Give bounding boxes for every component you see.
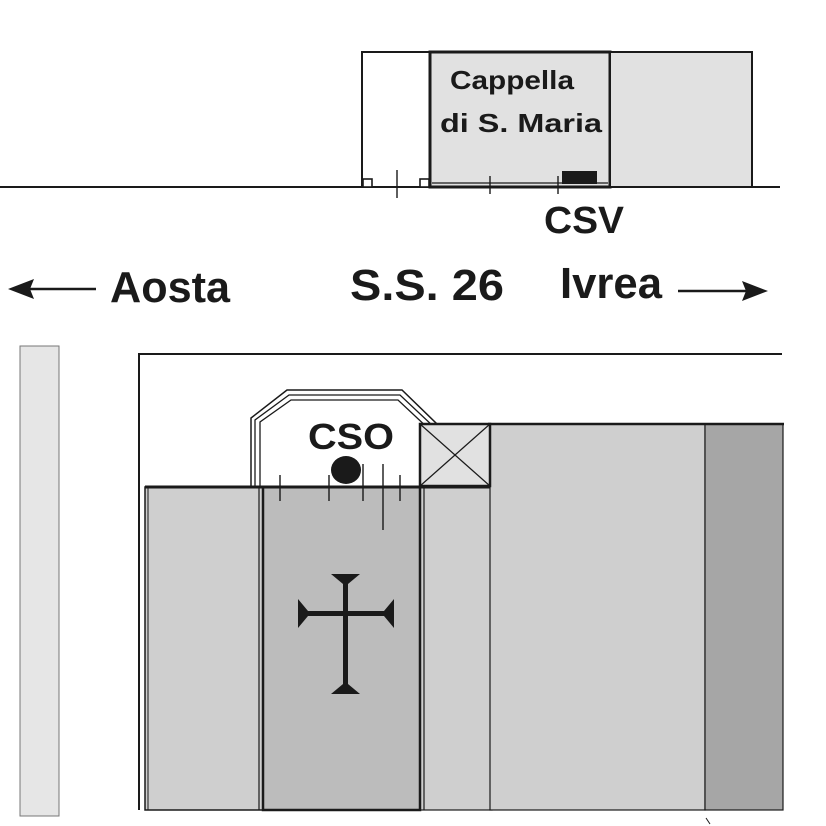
csv-label: CSV bbox=[544, 200, 625, 242]
apse-inner bbox=[259, 399, 431, 487]
chapel-annex bbox=[609, 51, 753, 188]
arrow-right-icon bbox=[678, 281, 768, 301]
cso-label: CSO bbox=[308, 416, 394, 457]
porch-post-right bbox=[419, 178, 430, 188]
aisle-right bbox=[419, 486, 493, 811]
detail-plan: CSO bbox=[19, 345, 784, 825]
bottom-mark bbox=[705, 817, 711, 825]
chapel-name-line2: di S. Maria bbox=[440, 108, 603, 138]
aisle-left bbox=[144, 486, 264, 811]
outer-boundary bbox=[138, 353, 782, 810]
chapel-name-line1: Cappella bbox=[450, 65, 575, 95]
road-left-destination: Aosta bbox=[110, 263, 231, 312]
right-hall-dark bbox=[704, 423, 784, 811]
right-hall bbox=[489, 423, 706, 811]
porch-post-left bbox=[362, 178, 373, 188]
arrow-left-icon bbox=[8, 279, 96, 299]
road-annotation: Aosta S.S. 26 Ivrea bbox=[8, 259, 768, 312]
nave bbox=[261, 485, 422, 812]
apse-mid bbox=[254, 394, 435, 487]
chapel-main bbox=[428, 50, 612, 189]
cross-icon bbox=[298, 574, 394, 694]
cso-marker bbox=[331, 456, 361, 484]
left-strip bbox=[19, 345, 60, 817]
site-plan: Cappella di S. Maria CSV bbox=[0, 50, 780, 242]
road-name: S.S. 26 bbox=[350, 261, 504, 310]
crossed-square-icon bbox=[418, 422, 492, 488]
csv-marker bbox=[562, 171, 597, 184]
road-right-destination: Ivrea bbox=[560, 259, 663, 308]
porch bbox=[361, 51, 431, 188]
